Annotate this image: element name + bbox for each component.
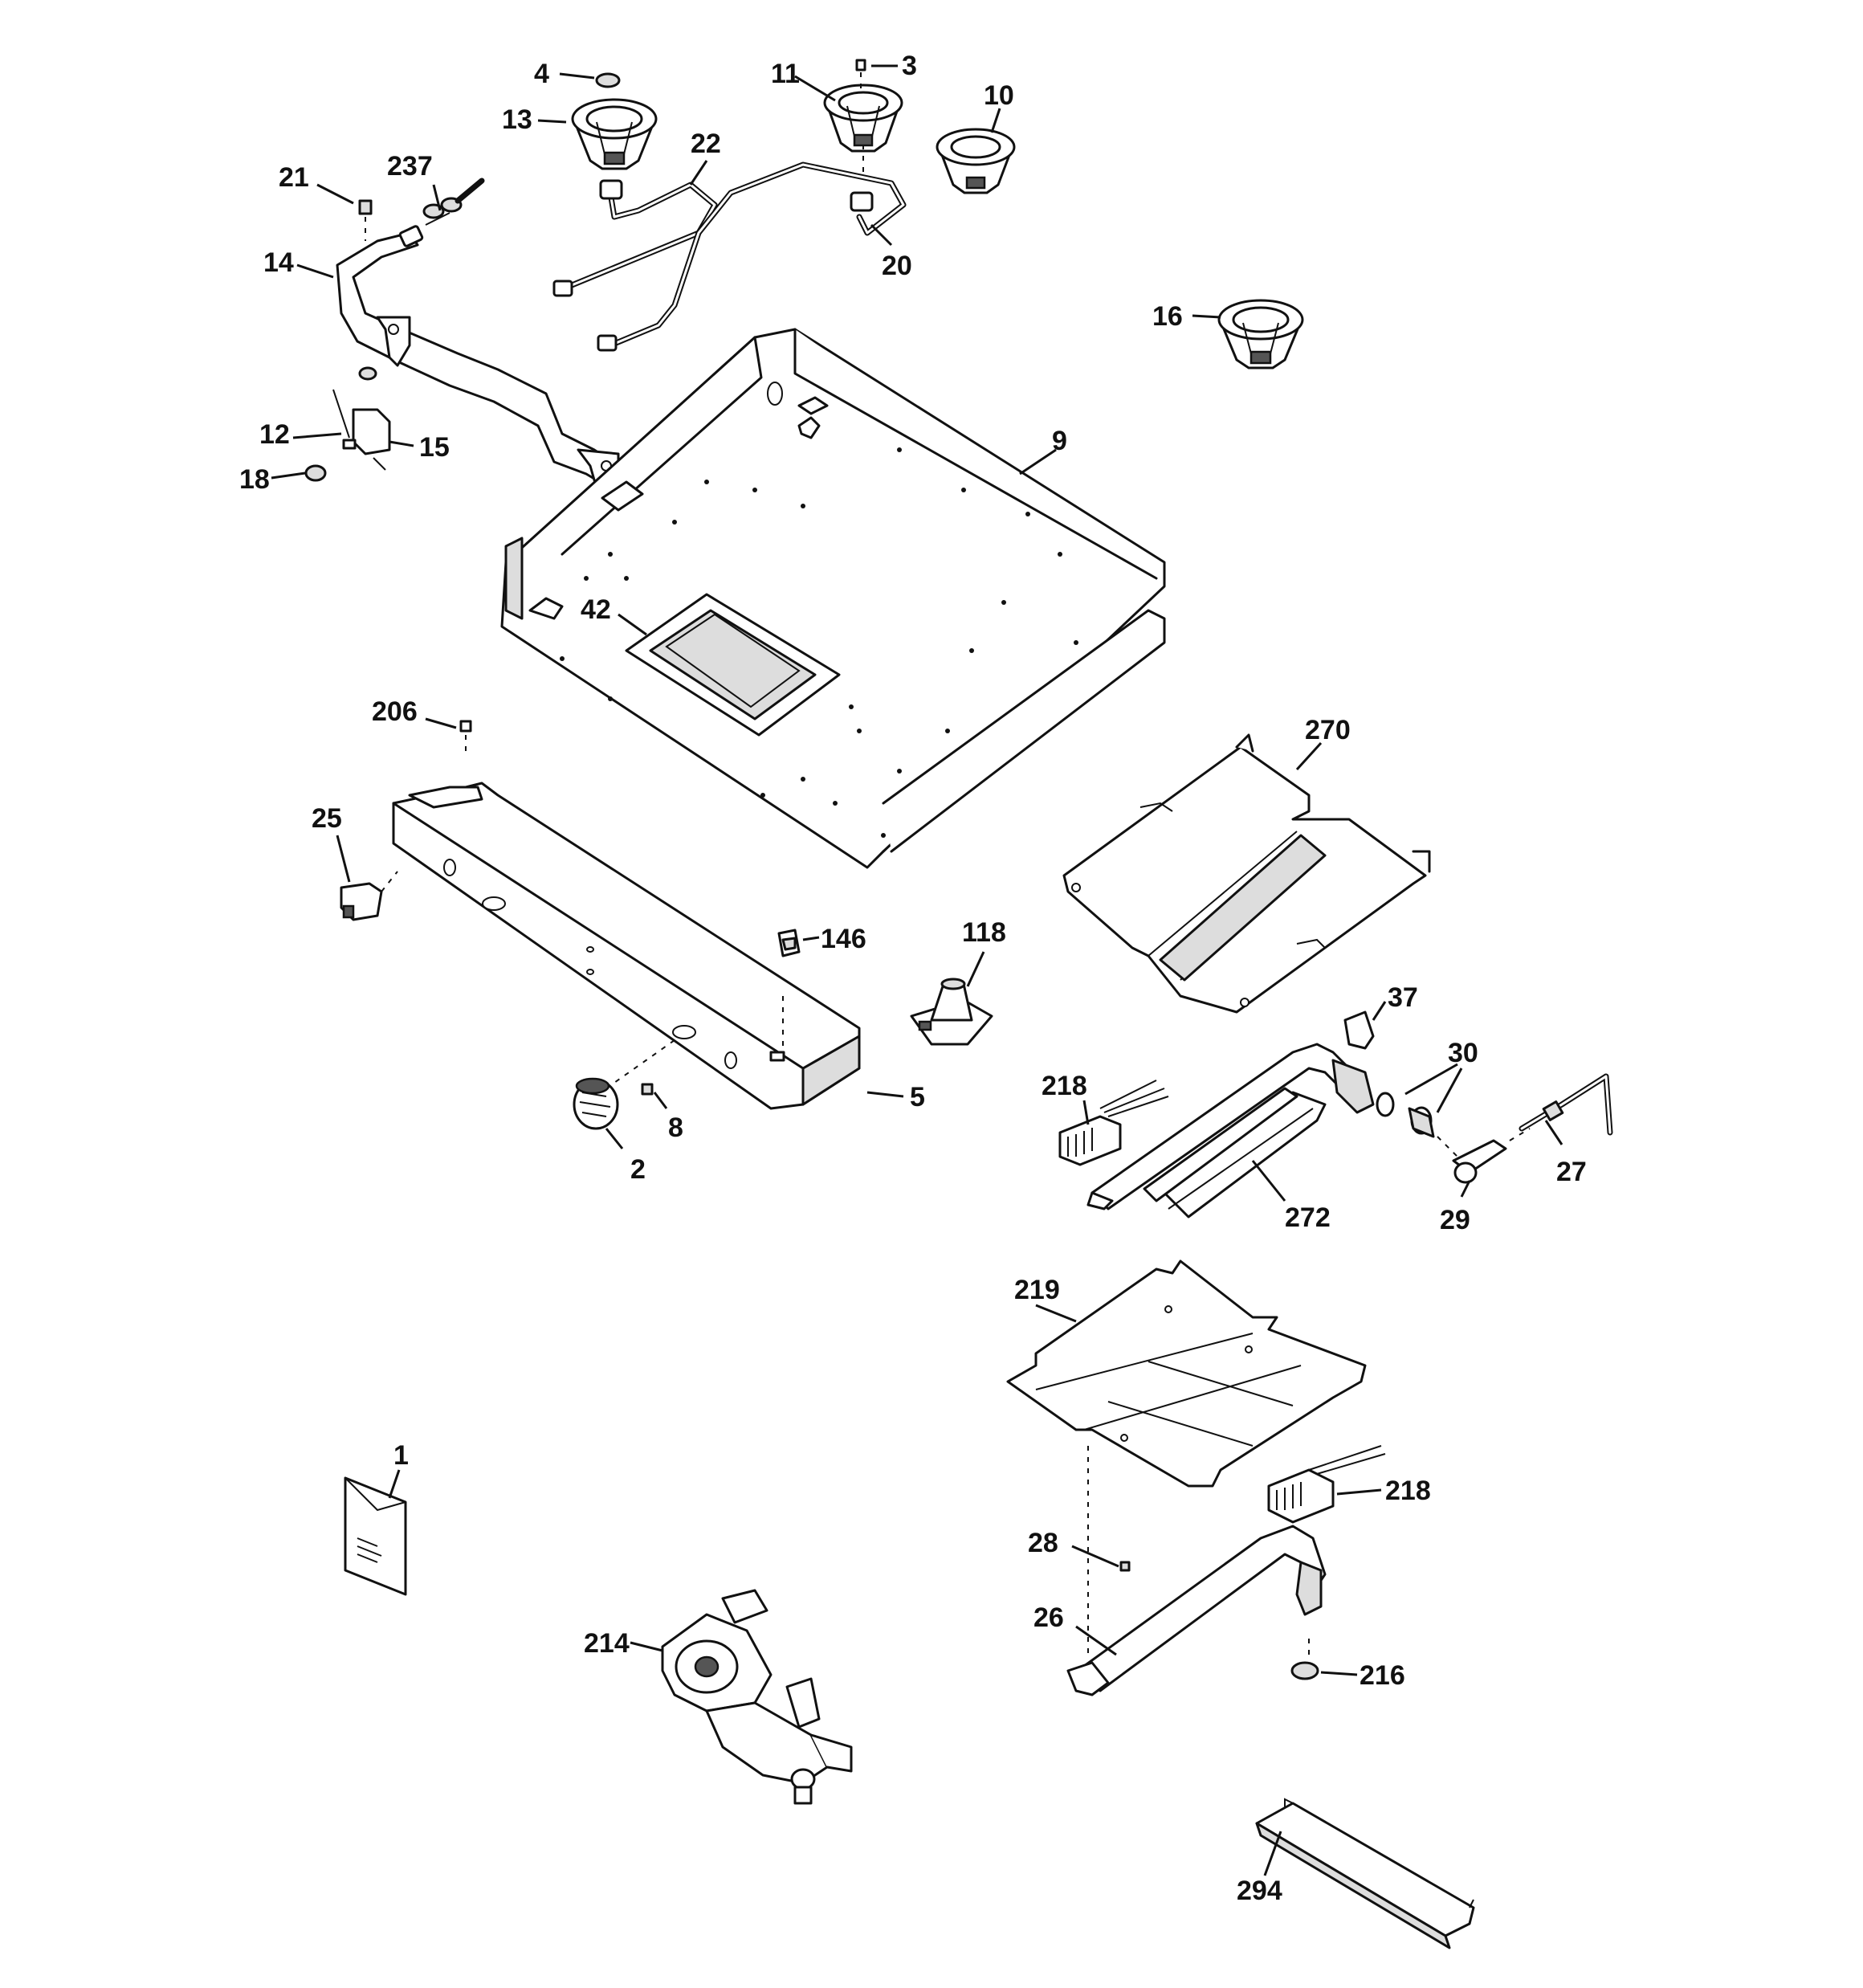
callout-27: 27 [1556,1157,1587,1187]
knob-2 [573,1077,619,1130]
angle-bracket-294 [1255,1798,1475,1949]
screw-28 [1119,1561,1131,1572]
callout-1: 1 [393,1440,409,1471]
callout-15: 15 [419,432,450,463]
callout-270: 270 [1305,715,1351,745]
callout-219: 219 [1014,1275,1060,1305]
burner-head-13 [571,98,658,170]
callout-18: 18 [239,464,270,495]
screw-21 [358,199,373,241]
screw-3 [855,59,866,95]
callout-37: 37 [1388,982,1418,1013]
callout-12: 12 [259,419,290,450]
callout-118: 118 [962,917,1006,948]
gas-line-27 [1519,1073,1613,1136]
callout-9: 9 [1052,426,1067,456]
screw-8 [641,1083,654,1096]
valve-214 [661,1589,853,1805]
broil-burner-26 [1066,1525,1327,1696]
nut-216 [1290,1661,1319,1680]
burner-box-9 [500,328,1166,869]
callout-26: 26 [1033,1602,1064,1633]
callout-labels: 4 3 11 13 10 22 237 21 14 20 16 12 15 18… [239,51,1587,1906]
grommet-118 [910,978,993,1046]
callout-28: 28 [1028,1528,1058,1558]
callout-29: 29 [1440,1205,1470,1235]
burner-tube-272 [1143,1087,1327,1219]
callout-3: 3 [902,51,917,81]
bracket-37 [1343,1010,1375,1050]
control-panel-5 [392,782,861,1110]
callout-13: 13 [502,104,532,135]
callout-22: 22 [691,129,721,159]
callout-16: 16 [1152,301,1183,332]
callout-10: 10 [984,80,1014,111]
heat-shield-270 [1062,733,1431,1014]
orifice-29 [1452,1139,1507,1184]
gas-tube-22 [552,179,718,297]
igniter-218-upper [1058,1080,1169,1166]
gas-tube-20 [597,161,907,352]
callout-42: 42 [581,594,611,625]
callout-30: 30 [1448,1038,1478,1068]
callout-214: 214 [584,1628,630,1659]
orifice-237 [398,178,485,247]
switch-25 [340,871,398,921]
callout-20: 20 [882,251,912,281]
burner-head-10 [936,128,1016,194]
callout-21: 21 [279,162,309,193]
callout-216: 216 [1360,1660,1405,1691]
burner-head-16 [1217,299,1304,369]
washer-18 [304,464,327,482]
callout-294: 294 [1237,1876,1282,1906]
callout-237: 237 [387,151,433,182]
callout-218-lower: 218 [1385,1476,1431,1506]
screw-206 [459,720,472,755]
callout-146: 146 [821,924,866,954]
callout-25: 25 [312,803,342,834]
burner-head-11 [823,84,903,153]
leader-lines [271,64,1563,1876]
callout-8: 8 [668,1112,683,1143]
callout-11: 11 [771,59,800,89]
broiler-shield-219 [1006,1259,1367,1488]
orifice-holder-30 [1376,1092,1435,1138]
oven-burner-assembly [1086,1043,1375,1210]
callout-2: 2 [630,1154,646,1185]
callout-5: 5 [910,1082,925,1112]
callout-272: 272 [1285,1202,1331,1233]
callout-218-upper: 218 [1042,1071,1087,1101]
nut-4 [595,72,621,88]
clip-146 [777,929,801,957]
valve-15 [332,366,391,471]
callout-206: 206 [372,696,418,727]
callout-14: 14 [263,247,294,278]
callout-4: 4 [534,59,549,89]
literature-1 [344,1476,407,1596]
igniter-218-lower [1267,1445,1386,1524]
